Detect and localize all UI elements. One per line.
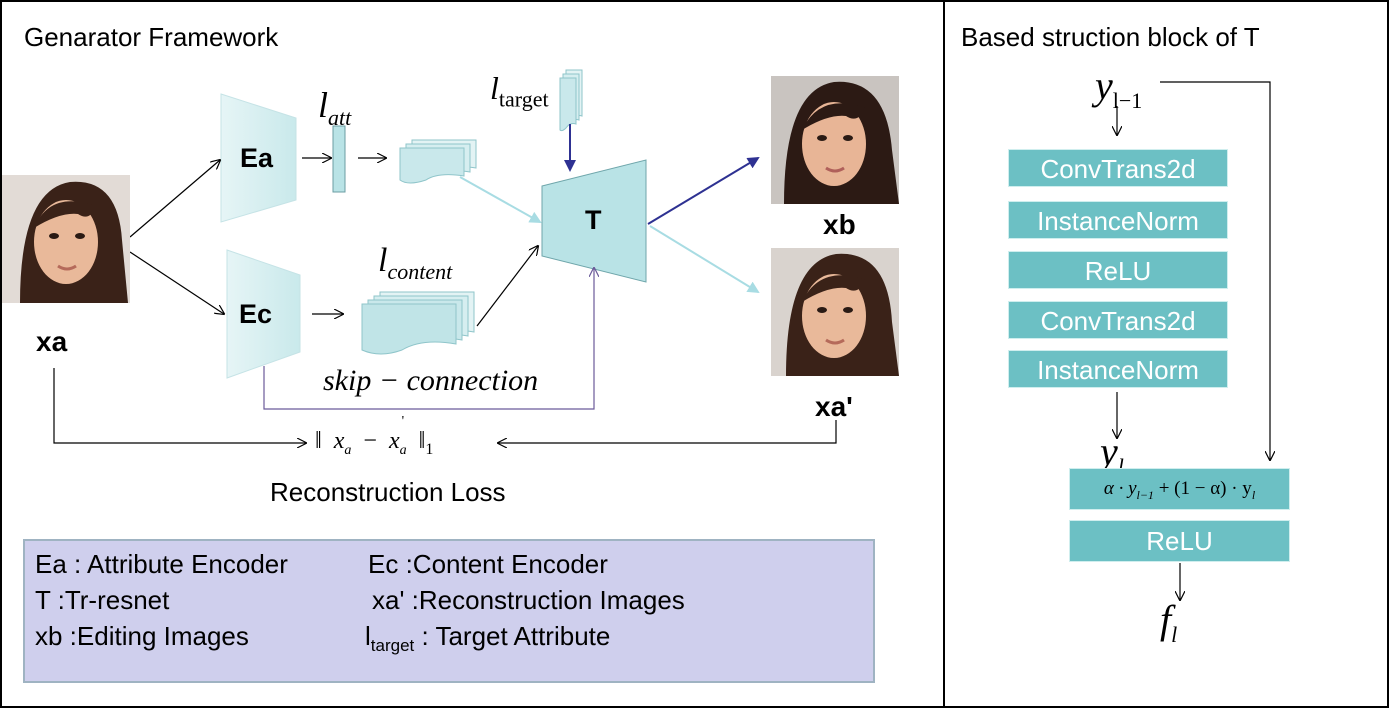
- block-relu-1: ReLU: [1008, 251, 1228, 289]
- legend-ea: Ea : Attribute Encoder: [35, 549, 288, 579]
- encoder-ec-label: Ec: [239, 299, 273, 329]
- right-panel-title: Based struction block of T: [961, 22, 1260, 52]
- face-photo-input: [2, 175, 130, 303]
- skip-connection-line: [263, 268, 594, 410]
- reconstruction-loss-label: Reconstruction Loss: [270, 477, 506, 507]
- legend-ltarget: ltarget : Target Attribute: [365, 621, 611, 656]
- arrow-xa-to-loss: [53, 368, 306, 443]
- legend-xb: xb :Editing Images: [35, 621, 249, 651]
- arrow-xa-prime-to-loss: [498, 420, 837, 443]
- attribute-feature-stack: [399, 139, 477, 184]
- arrow-t-to-xa-prime: [649, 225, 760, 294]
- l-target-label: ltarget: [490, 70, 549, 112]
- face-photo-edited: [771, 76, 899, 204]
- encoder-ea-label: Ea: [240, 143, 274, 173]
- arrow-yl1-residual: [1160, 81, 1270, 460]
- l-att-bar: [332, 125, 346, 193]
- legend-box: Ea : Attribute Encoder Ec :Content Encod…: [23, 539, 875, 683]
- image-label-xb: xb: [823, 209, 856, 240]
- arrow-attr-to-t: [459, 176, 542, 223]
- encoder-ec-shape: [226, 249, 301, 379]
- block-convtrans2d-1: ConvTrans2d: [1008, 149, 1228, 187]
- face-photo-reconstructed: [771, 248, 899, 376]
- skip-connection-label: skip − connection: [323, 364, 539, 397]
- block-convtrans2d-2: ConvTrans2d: [1008, 301, 1228, 339]
- image-label-xa: xa: [36, 326, 68, 357]
- input-y-l-minus-1: yl−1: [1095, 63, 1143, 113]
- left-panel-title: Genarator Framework: [24, 22, 279, 52]
- legend-xa-prime: xa' :Reconstruction Images: [372, 585, 685, 615]
- block-instancenorm-1: InstanceNorm: [1008, 201, 1228, 239]
- transformer-t-shape: [541, 159, 647, 283]
- encoder-ea-shape: [220, 93, 297, 223]
- image-label-xa-prime: xa': [815, 391, 853, 422]
- right-panel-frame: [943, 0, 1389, 708]
- l-target-stack: [559, 69, 583, 132]
- l-att-label: latt: [318, 85, 352, 131]
- arrow-t-to-xb: [647, 156, 760, 225]
- arrow-xa-to-ec: [129, 251, 224, 314]
- content-feature-stack: [361, 291, 475, 355]
- loss-formula: ‖ xa − x'a ‖1: [315, 414, 434, 458]
- output-f-l: fl: [1160, 597, 1178, 647]
- block-instancenorm-2: InstanceNorm: [1008, 350, 1228, 388]
- l-content-label: lcontent: [378, 242, 453, 284]
- arrow-content-to-t: [476, 246, 538, 327]
- y-l-label: yl: [1100, 429, 1124, 479]
- residual-sum-block: α · yl−1 + (1 − α) · yl: [1069, 468, 1290, 510]
- transformer-t-label: T: [585, 205, 602, 235]
- arrow-xa-to-ea: [129, 160, 220, 238]
- block-relu-final: ReLU: [1069, 520, 1290, 562]
- legend-t: T :Tr-resnet: [35, 585, 170, 615]
- legend-ec: Ec :Content Encoder: [368, 549, 608, 579]
